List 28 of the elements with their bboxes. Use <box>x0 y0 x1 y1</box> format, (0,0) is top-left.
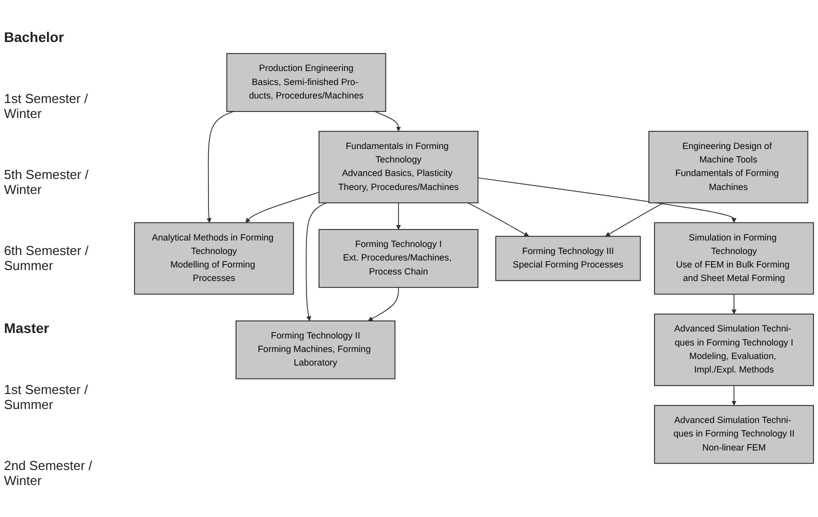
arrow <box>306 202 327 322</box>
node-box: Fundamentals in Forming Technology Advanced Basics, Plasticity Theory, Procedures/Machines <box>318 130 478 204</box>
node-box: Forming Technology III Special Forming Processes <box>495 236 641 282</box>
section-heading: Master <box>4 320 50 336</box>
arrow <box>396 202 401 230</box>
arrow <box>732 294 736 314</box>
node-box: Forming Technology I Ext. Procedures/Machines, Process Chain <box>318 229 478 288</box>
arrow <box>206 111 234 223</box>
arrow <box>605 202 664 237</box>
arrow <box>467 202 530 237</box>
node-box: Production Engineering Basics, Semi-finished Pro- ducts, Procedures/Machines <box>226 53 386 112</box>
semester-label: 1st Semester / Summer <box>4 382 89 412</box>
semester-label: 2nd Semester / Winter <box>4 458 94 488</box>
arrow <box>245 192 320 223</box>
semester-label: 6th Semester / Summer <box>4 243 90 274</box>
semester-label: 1st Semester / Winter <box>4 91 89 122</box>
node-box: Simulation in Forming Technology Use of FEM in Bulk Forming and Sheet Metal Forming <box>654 222 814 295</box>
node-box: Advanced Simulation Techni- ques in Forming Technology II Non-linear FEM <box>654 405 814 464</box>
semester-label: 5th Semester / Winter <box>4 167 90 198</box>
arrow <box>478 178 736 223</box>
node-box: Advanced Simulation Techni- ques in Forming Technology I Modeling, Evaluation, Impl./Expl. Methods <box>654 314 814 386</box>
arrow <box>368 287 399 322</box>
node-box: Engineering Design of Machine Tools Fundamentals of Forming Machines <box>648 130 808 204</box>
arrow <box>732 385 736 406</box>
node-box: Analytical Methods in Forming Technology Modelling of Forming Processes <box>134 222 294 295</box>
arrow <box>374 111 401 132</box>
node-box: Forming Technology II Forming Machines, Forming Laboratory <box>236 320 396 380</box>
section-heading: Bachelor <box>4 29 65 46</box>
